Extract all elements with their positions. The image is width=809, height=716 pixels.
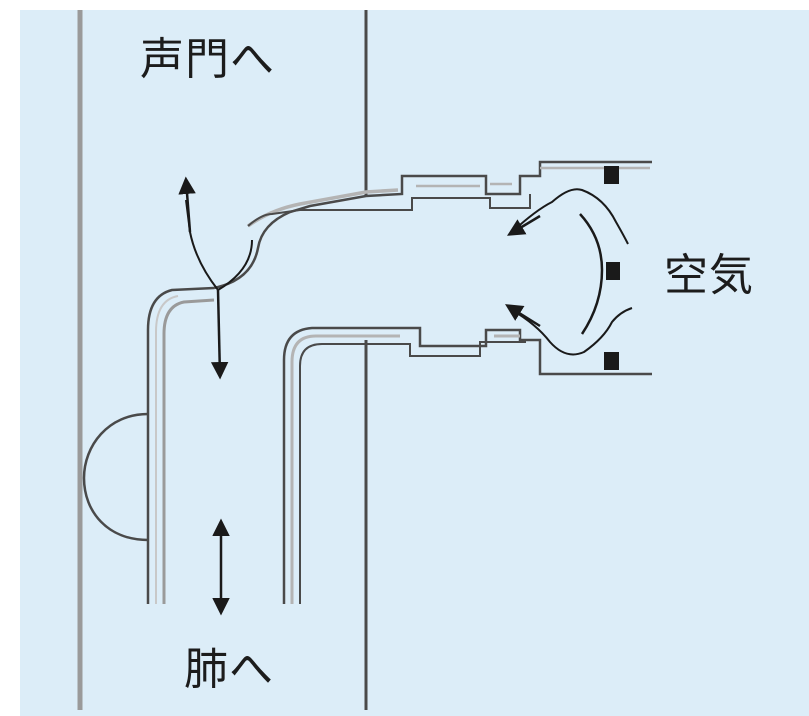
air-swirl-lower	[511, 307, 633, 356]
upper-channel-light	[416, 166, 650, 188]
label-to-glottis: 声門へ	[140, 34, 275, 85]
label-air: 空気	[664, 250, 754, 301]
left-tube-light	[155, 295, 179, 604]
label-to-lungs: 肺へ	[184, 644, 274, 695]
left-tube-outer	[146, 286, 215, 604]
upper-channel-lower-wall	[247, 194, 531, 227]
junction-flow-right	[217, 239, 253, 291]
background	[20, 10, 809, 716]
air-swirl-upper	[511, 188, 629, 245]
arrow-up-left	[178, 176, 196, 233]
junction-flow-left	[185, 199, 219, 291]
marker-square-top	[604, 166, 619, 184]
lower-channel-light	[290, 334, 520, 604]
left-tube-inner	[162, 298, 215, 604]
wall-bulge	[82, 412, 149, 542]
air-arrow-lower	[505, 304, 541, 328]
marker-square-bottom	[604, 352, 619, 370]
marker-square-middle	[606, 262, 620, 280]
upper-channel-outer	[213, 160, 652, 290]
arrow-down-center	[210, 289, 229, 380]
air-curve	[579, 213, 604, 335]
air-arrow-upper	[506, 214, 541, 236]
lower-channel-inner	[299, 341, 526, 604]
